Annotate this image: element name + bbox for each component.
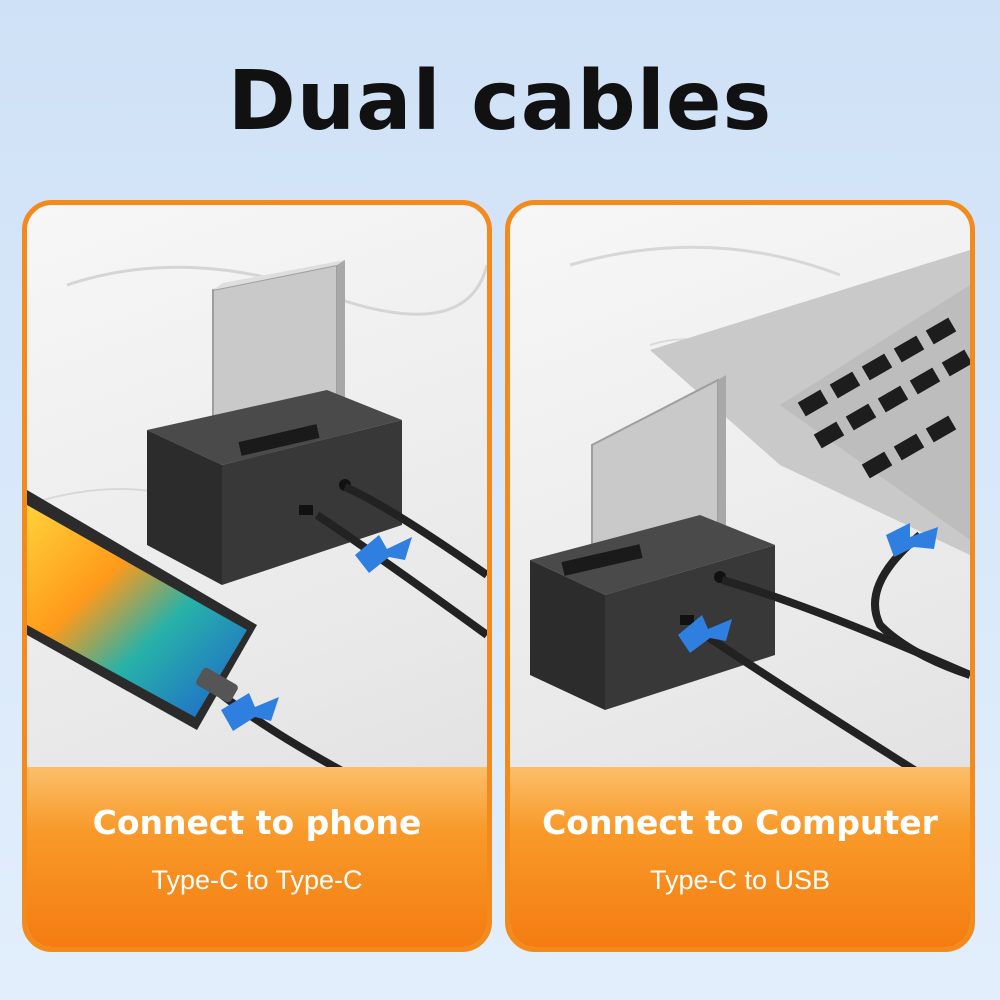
arrow-icon bbox=[886, 523, 938, 557]
docking-station bbox=[530, 515, 775, 710]
smartphone bbox=[27, 490, 257, 730]
phone-connection-illustration bbox=[27, 260, 487, 809]
arrow-icon bbox=[678, 615, 732, 653]
arrow-icon bbox=[221, 693, 279, 731]
arrow-icon bbox=[355, 535, 412, 573]
page-title: Dual cables bbox=[227, 54, 773, 149]
panel-connect-computer: Connect to Computer Type-C to USB bbox=[505, 200, 975, 952]
caption-band: Connect to phone Type-C to Type-C bbox=[27, 767, 487, 947]
docking-station bbox=[147, 390, 402, 585]
laptop bbox=[650, 250, 970, 555]
caption-band: Connect to Computer Type-C to USB bbox=[510, 767, 970, 947]
caption-subtitle: Type-C to Type-C bbox=[151, 865, 363, 895]
caption-title: Connect to Computer bbox=[542, 803, 938, 842]
computer-connection-illustration bbox=[530, 245, 970, 809]
caption-title: Connect to phone bbox=[92, 803, 422, 842]
caption-subtitle: Type-C to USB bbox=[649, 865, 831, 895]
panel-connect-phone: Connect to phone Type-C to Type-C bbox=[22, 200, 492, 952]
